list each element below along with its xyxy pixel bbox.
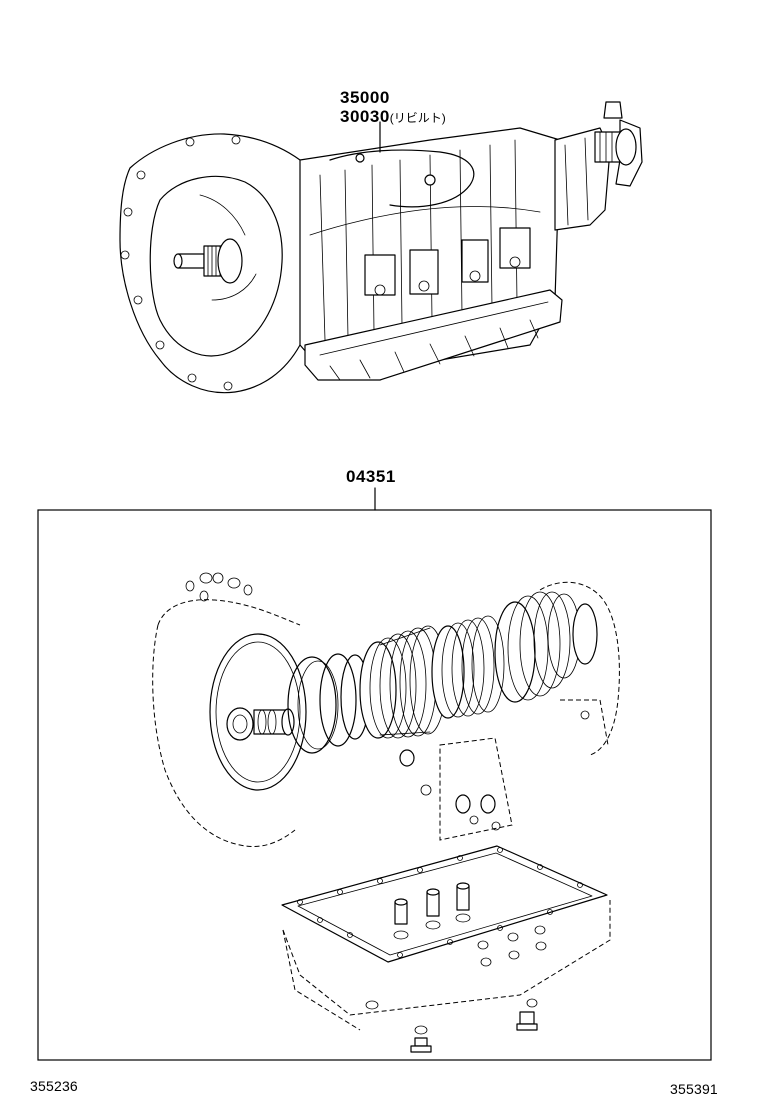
rebuilt-part-number[interactable]: 30030(リビルト)	[340, 108, 446, 125]
figure-code-left: 355236	[30, 1078, 78, 1094]
rebuilt-part-code: 30030	[340, 107, 390, 126]
rebuilt-note: (リビルト)	[389, 111, 446, 125]
overhaul-kit-illustration[interactable]	[152, 572, 620, 1053]
transmission-assembly-illustration[interactable]	[119, 101, 643, 394]
assembly-part-number[interactable]: 35000	[340, 88, 390, 107]
overhaul-kit-frame	[37, 509, 712, 1061]
overhaul-kit-part-number[interactable]: 04351	[346, 467, 396, 486]
figure-code-right: 355391	[670, 1081, 718, 1097]
